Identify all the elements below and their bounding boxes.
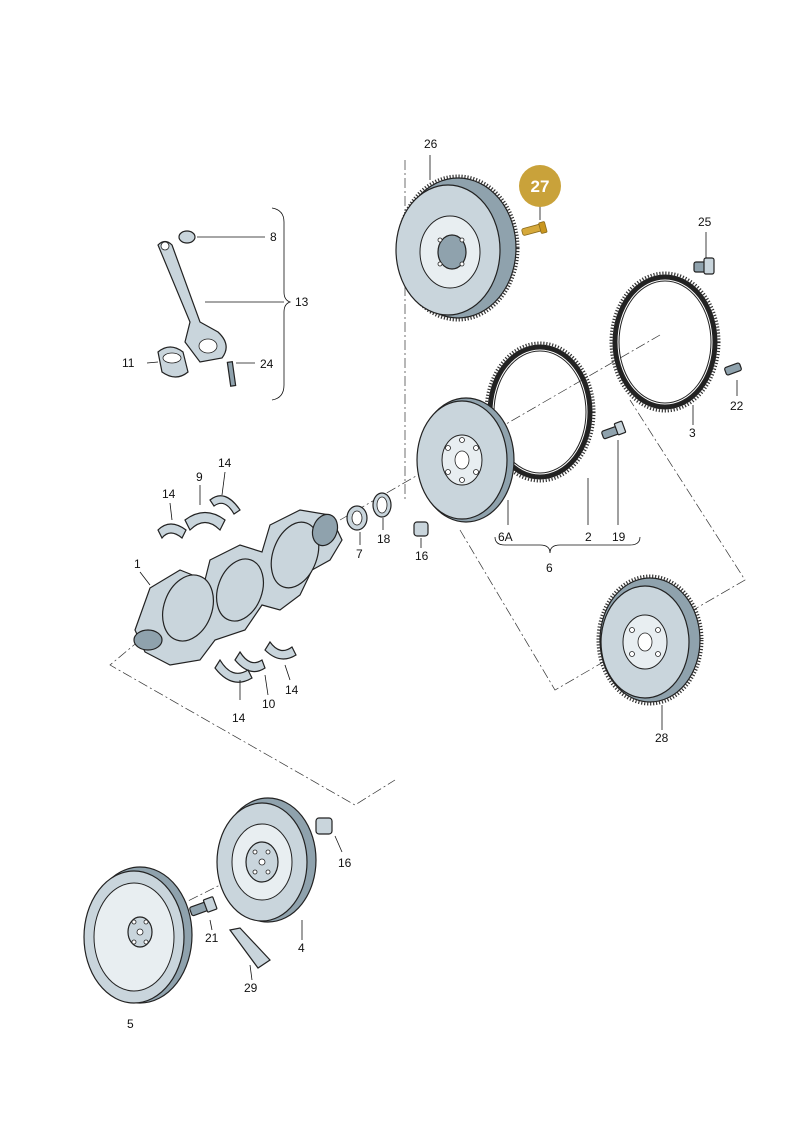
callout-14-bottom-left: 14 <box>232 711 246 725</box>
bolt-19[interactable] <box>601 420 627 440</box>
callout-13: 13 <box>295 295 309 309</box>
callout-16-upper: 16 <box>415 549 429 563</box>
callout-labels: 26 27 25 8 13 11 24 22 3 14 9 14 18 6A 2… <box>122 137 744 1031</box>
callout-8: 8 <box>270 230 277 244</box>
bush-lower[interactable] <box>315 817 333 835</box>
shim-ring[interactable] <box>372 492 392 518</box>
callout-2: 2 <box>585 530 592 544</box>
callout-3: 3 <box>689 426 696 440</box>
callout-9: 9 <box>196 470 203 484</box>
callout-6: 6 <box>546 561 553 575</box>
callout-14-bottom-right: 14 <box>285 683 299 697</box>
callout-11: 11 <box>122 356 135 370</box>
callout-22: 22 <box>730 399 744 413</box>
connecting-rod-group <box>146 207 292 401</box>
callout-16-lower: 16 <box>338 856 352 870</box>
callout-28: 28 <box>655 731 669 745</box>
callout-18: 18 <box>377 532 391 546</box>
drive-plate-6a[interactable] <box>416 397 515 523</box>
callout-1: 1 <box>134 557 141 571</box>
callout-27: 27 <box>531 177 550 196</box>
crankshaft-leaders <box>139 471 291 700</box>
highlight-badge <box>519 165 561 207</box>
key-29[interactable] <box>228 927 271 969</box>
pulley-5[interactable] <box>83 866 193 1004</box>
callout-14-top-left: 14 <box>162 487 176 501</box>
flywheel-bolt-highlighted[interactable] <box>521 221 548 236</box>
dual-mass-flywheel[interactable] <box>395 174 520 322</box>
callout-10: 10 <box>262 697 276 711</box>
main-bearing-shells[interactable] <box>157 495 297 683</box>
bolt-21[interactable] <box>189 896 218 917</box>
callout-25: 25 <box>698 215 712 229</box>
bolt-22[interactable] <box>724 362 742 376</box>
callout-26: 26 <box>424 137 438 151</box>
vibration-damper-4[interactable] <box>216 797 317 923</box>
rod-bolt[interactable] <box>226 361 237 387</box>
flywheel-28[interactable] <box>596 574 704 706</box>
callout-29: 29 <box>244 981 258 995</box>
callout-4: 4 <box>298 941 305 955</box>
bolt-25[interactable] <box>693 257 715 275</box>
crankshaft[interactable] <box>133 509 343 666</box>
crankshaft-seal[interactable] <box>346 505 368 531</box>
callout-21: 21 <box>205 931 219 945</box>
callout-5: 5 <box>127 1017 134 1031</box>
callout-24: 24 <box>260 357 274 371</box>
small-end-bush[interactable] <box>178 230 196 244</box>
bush-upper[interactable] <box>413 521 429 537</box>
callout-6a: 6A <box>498 530 513 544</box>
connecting-rod[interactable] <box>157 240 227 363</box>
starter-ring-gear-3[interactable] <box>609 271 721 413</box>
callout-7: 7 <box>356 547 363 561</box>
callout-19: 19 <box>612 530 626 544</box>
callout-14-top-right: 14 <box>218 456 232 470</box>
